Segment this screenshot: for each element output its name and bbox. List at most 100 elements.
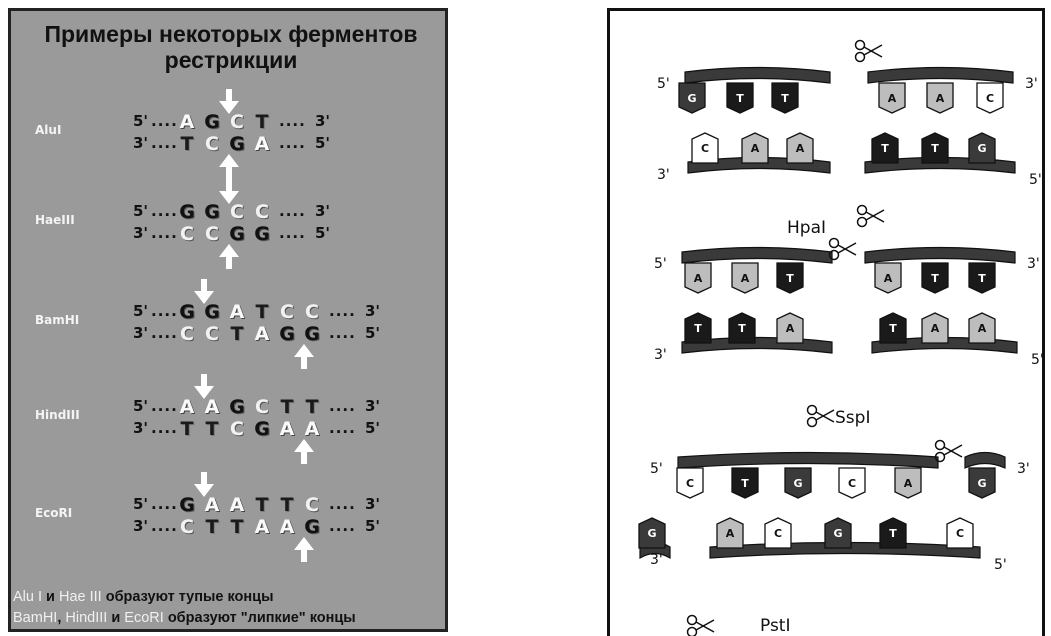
base-a: A — [254, 133, 270, 155]
title-line-2: рестрикции — [11, 47, 448, 73]
strand-dots: .... — [151, 112, 178, 130]
base-a: A — [304, 418, 320, 440]
nucleotide-label: T — [889, 322, 897, 335]
nucleotide-label: A — [931, 322, 940, 335]
strand-5-label: 5' — [654, 256, 667, 272]
strand-dots: .... — [151, 324, 178, 342]
nucleotide-label: G — [977, 142, 986, 155]
nucleotide-label: T — [738, 322, 746, 335]
footer-hind: HindIII — [65, 610, 107, 626]
nucleotide-label: C — [986, 92, 994, 105]
enzyme-label-hpai: HpaI — [787, 218, 826, 238]
footer-alu: Alu I — [13, 589, 42, 605]
base-t: T — [204, 418, 220, 440]
nucleotide-label: G — [647, 527, 656, 540]
panel-title: Примеры некоторых ферментов рестрикции — [11, 21, 448, 73]
base-t: T — [254, 111, 270, 133]
strand-end-label: 3' — [315, 202, 330, 220]
nucleotide-label: C — [956, 527, 964, 540]
enzyme-label-psti: PstI — [760, 616, 791, 636]
base-g: G — [229, 396, 245, 418]
enzyme-name-hindiii: HindIII — [35, 408, 80, 422]
strand-3-label: 3' — [1025, 76, 1038, 92]
footer-blunt-text: образуют тупые концы — [102, 589, 274, 605]
base-c: C — [229, 418, 245, 440]
nucleotide-label: T — [694, 322, 702, 335]
base-a: A — [229, 301, 245, 323]
strand-start-label: 5' — [133, 202, 148, 220]
base-t: T — [179, 418, 195, 440]
base-g: G — [254, 223, 270, 245]
base-t: T — [179, 133, 195, 155]
nucleotide-label: G — [687, 92, 696, 105]
strand-dots: .... — [151, 397, 178, 415]
footer-bam: BamHI — [13, 610, 57, 626]
nucleotide-label: T — [881, 142, 889, 155]
strand-dots: .... — [329, 302, 356, 320]
strand-start-label: 3' — [133, 224, 148, 242]
strand-dots: .... — [329, 517, 356, 535]
enzyme-name-haeiii: HaeIII — [35, 213, 75, 227]
base-a: A — [254, 323, 270, 345]
base-t: T — [254, 301, 270, 323]
scissors-icon — [858, 206, 885, 227]
strand-dots: .... — [151, 134, 178, 152]
nucleotide-label: A — [796, 142, 805, 155]
cut-arrow-down-icon — [218, 89, 240, 115]
title-line-1: Примеры некоторых ферментов — [11, 21, 448, 47]
nucleotide-label: T — [931, 142, 939, 155]
backbone-top-left — [685, 68, 830, 84]
base-t: T — [229, 516, 245, 538]
base-a: A — [229, 494, 245, 516]
enzyme-name-ecori: EcoRI — [35, 506, 72, 520]
base-c: C — [279, 301, 295, 323]
nucleotide-label: C — [701, 142, 709, 155]
strand-5-label: 5' — [657, 76, 670, 92]
base-c: C — [254, 396, 270, 418]
strand-start-label: 5' — [133, 112, 148, 130]
strand-5-label: 5' — [1029, 172, 1042, 188]
nucleotide-label: A — [904, 477, 913, 490]
base-a: A — [179, 111, 195, 133]
strand-start-label: 5' — [133, 397, 148, 415]
strand-end-label: 5' — [315, 134, 330, 152]
nucleotide-label: T — [978, 272, 986, 285]
strand-3-label: 3' — [1017, 461, 1030, 477]
nucleotide-label: A — [751, 142, 760, 155]
nucleotide-label: A — [786, 322, 795, 335]
base-a: A — [279, 418, 295, 440]
sequence-top-strand: 5'....AGCT....3' — [133, 111, 433, 133]
base-t: T — [229, 323, 245, 345]
base-c: C — [204, 323, 220, 345]
cut-arrow-down-icon — [193, 472, 215, 498]
cut-arrow-up-icon — [293, 536, 315, 562]
strand-end-label: 5' — [365, 517, 380, 535]
cut-arrow-down-icon — [218, 179, 240, 205]
sequence-bottom-strand: 3'....TCGA....5' — [133, 133, 433, 155]
sequence-top-strand: 5'....GAATTC....3' — [133, 494, 433, 516]
base-c: C — [304, 301, 320, 323]
base-g: G — [304, 516, 320, 538]
base-g: G — [229, 133, 245, 155]
strand-dots: .... — [151, 224, 178, 242]
nucleotide-label: G — [977, 477, 986, 490]
strand-dots: .... — [151, 495, 178, 513]
enzyme-label-sspi: SspI — [835, 408, 870, 428]
base-c: C — [204, 223, 220, 245]
footer-and-1: и — [42, 589, 59, 605]
scissors-icon — [808, 406, 835, 427]
base-g: G — [304, 323, 320, 345]
strand-5-label: 5' — [994, 557, 1007, 573]
base-g: G — [254, 418, 270, 440]
cut-arrow-up-icon — [293, 343, 315, 369]
strand-end-label: 5' — [365, 419, 380, 437]
nucleotide-label: A — [694, 272, 703, 285]
cut-arrow-up-icon — [218, 153, 240, 179]
strand-3-label: 3' — [654, 347, 667, 363]
strand-dots: .... — [279, 134, 306, 152]
